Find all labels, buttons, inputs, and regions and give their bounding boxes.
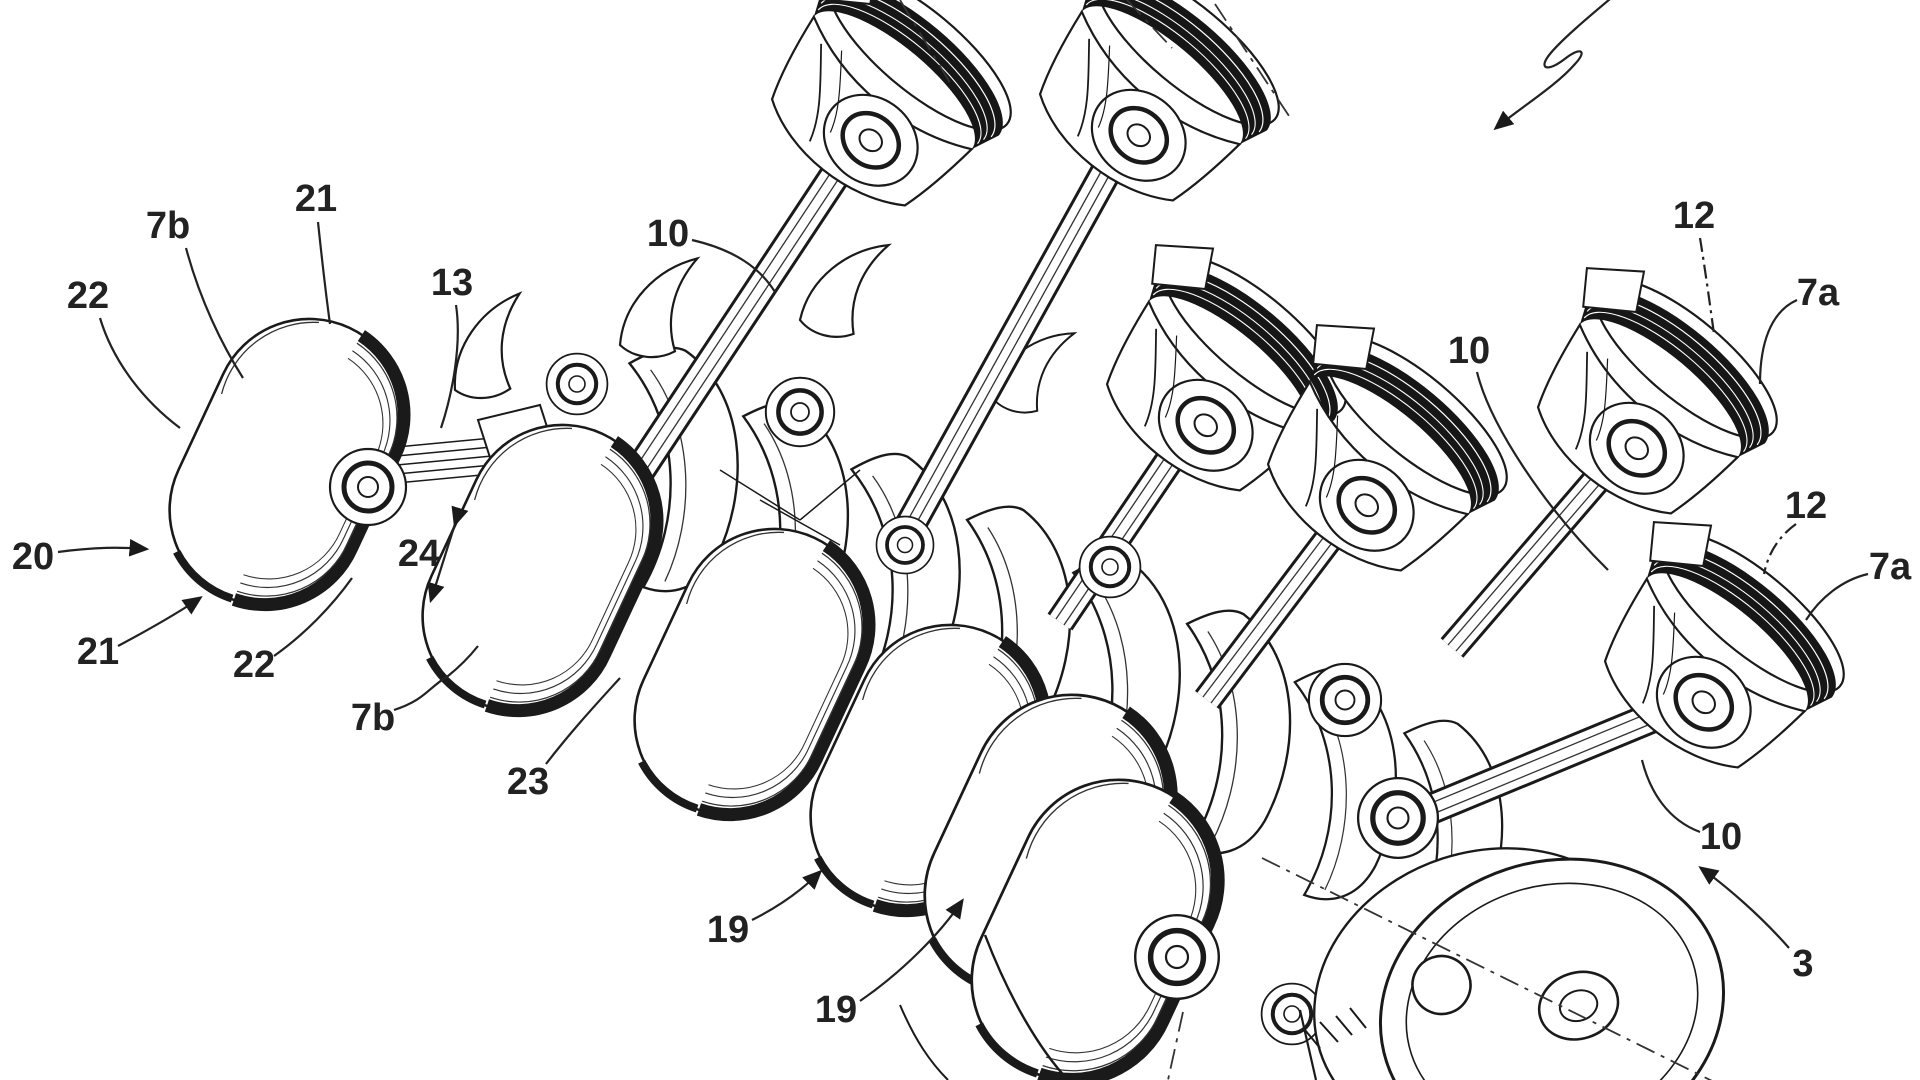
ref-number: 12 (1785, 485, 1827, 527)
leader-line (545, 677, 621, 765)
ref-label-7a: 7a (1758, 272, 1840, 385)
leader-line (1758, 298, 1798, 385)
ref-label-13: 13 (431, 262, 473, 429)
leader-line (1475, 371, 1609, 571)
ref-label-10: 10 (647, 213, 776, 293)
construction-lines (899, 0, 1367, 1080)
leader-line (1698, 866, 1790, 949)
connecting-rod (888, 126, 1141, 548)
ref-label-23: 23 (507, 677, 621, 803)
ref-label-7a: 7a (1805, 546, 1912, 621)
ref-label-10: 10 (1448, 330, 1609, 571)
ref-label-10: 10 (1640, 759, 1742, 858)
ref-number: 12 (1673, 195, 1715, 237)
piston (719, 0, 1034, 242)
leader-line (393, 645, 479, 712)
ref-number: 24 (398, 533, 440, 575)
ref-label-21: 21 (77, 596, 203, 673)
ref-number: 7a (1869, 546, 1912, 588)
figure-pointer-squiggle (1493, 0, 1611, 131)
ref-number: 21 (295, 178, 337, 220)
leader-line (273, 577, 353, 657)
crank-journal (1135, 915, 1219, 999)
ref-label-7b: 7b (351, 645, 479, 739)
ref-label-20: 20 (12, 536, 150, 578)
leader-line (98, 317, 181, 429)
ref-number: 7b (351, 697, 395, 739)
leader-line (751, 869, 823, 921)
leader-line (691, 238, 776, 293)
ref-number: 20 (12, 536, 54, 578)
leader-line (1805, 572, 1869, 621)
leader-line (1698, 237, 1716, 335)
ref-label-21: 21 (295, 178, 337, 325)
leader-line (427, 505, 469, 604)
crank-hub (1313, 847, 1726, 1080)
ref-number: 3 (1792, 943, 1813, 985)
ref-label-3: 3 (1698, 866, 1814, 985)
leader-line (1640, 759, 1701, 834)
leader-line (439, 304, 459, 429)
ref-number: 19 (815, 989, 857, 1031)
piston (1552, 496, 1867, 804)
ref-number: 23 (507, 761, 549, 803)
leader-line (859, 898, 964, 1002)
ref-number: 22 (67, 275, 109, 317)
ref-number: 7b (146, 205, 190, 247)
ref-label-12: 12 (1762, 485, 1827, 575)
ref-label-22: 22 (233, 577, 353, 686)
leader-line (1762, 523, 1797, 575)
ref-label-22: 22 (67, 275, 181, 429)
ref-label-19: 19 (707, 869, 823, 951)
ref-number: 22 (233, 644, 275, 686)
reference-labels: 7b 21 22 13 10 12 7a 10 12 7a 20 21 22 24 7b 23 19 19 10 3 (12, 178, 1912, 1031)
leader-line (117, 596, 203, 647)
hub-centerline (1261, 857, 1713, 1080)
ref-number: 13 (431, 262, 473, 304)
ref-number: 10 (647, 213, 689, 255)
leader-line (57, 538, 150, 557)
ref-label-12: 12 (1673, 195, 1716, 335)
leader-line (184, 247, 244, 379)
ref-number: 10 (1700, 816, 1742, 858)
oval-pivot-boss (330, 449, 406, 525)
piston (987, 0, 1302, 237)
ref-label-7b: 7b (146, 205, 244, 379)
ref-label-24: 24 (398, 505, 469, 604)
ref-number: 19 (707, 909, 749, 951)
connecting-rod (626, 130, 873, 479)
leader-line (316, 221, 332, 325)
ref-number: 7a (1797, 272, 1840, 314)
ref-number: 10 (1448, 330, 1490, 372)
ref-number: 21 (77, 631, 119, 673)
ref-label-19: 19 (815, 898, 964, 1031)
piston (1485, 242, 1800, 550)
